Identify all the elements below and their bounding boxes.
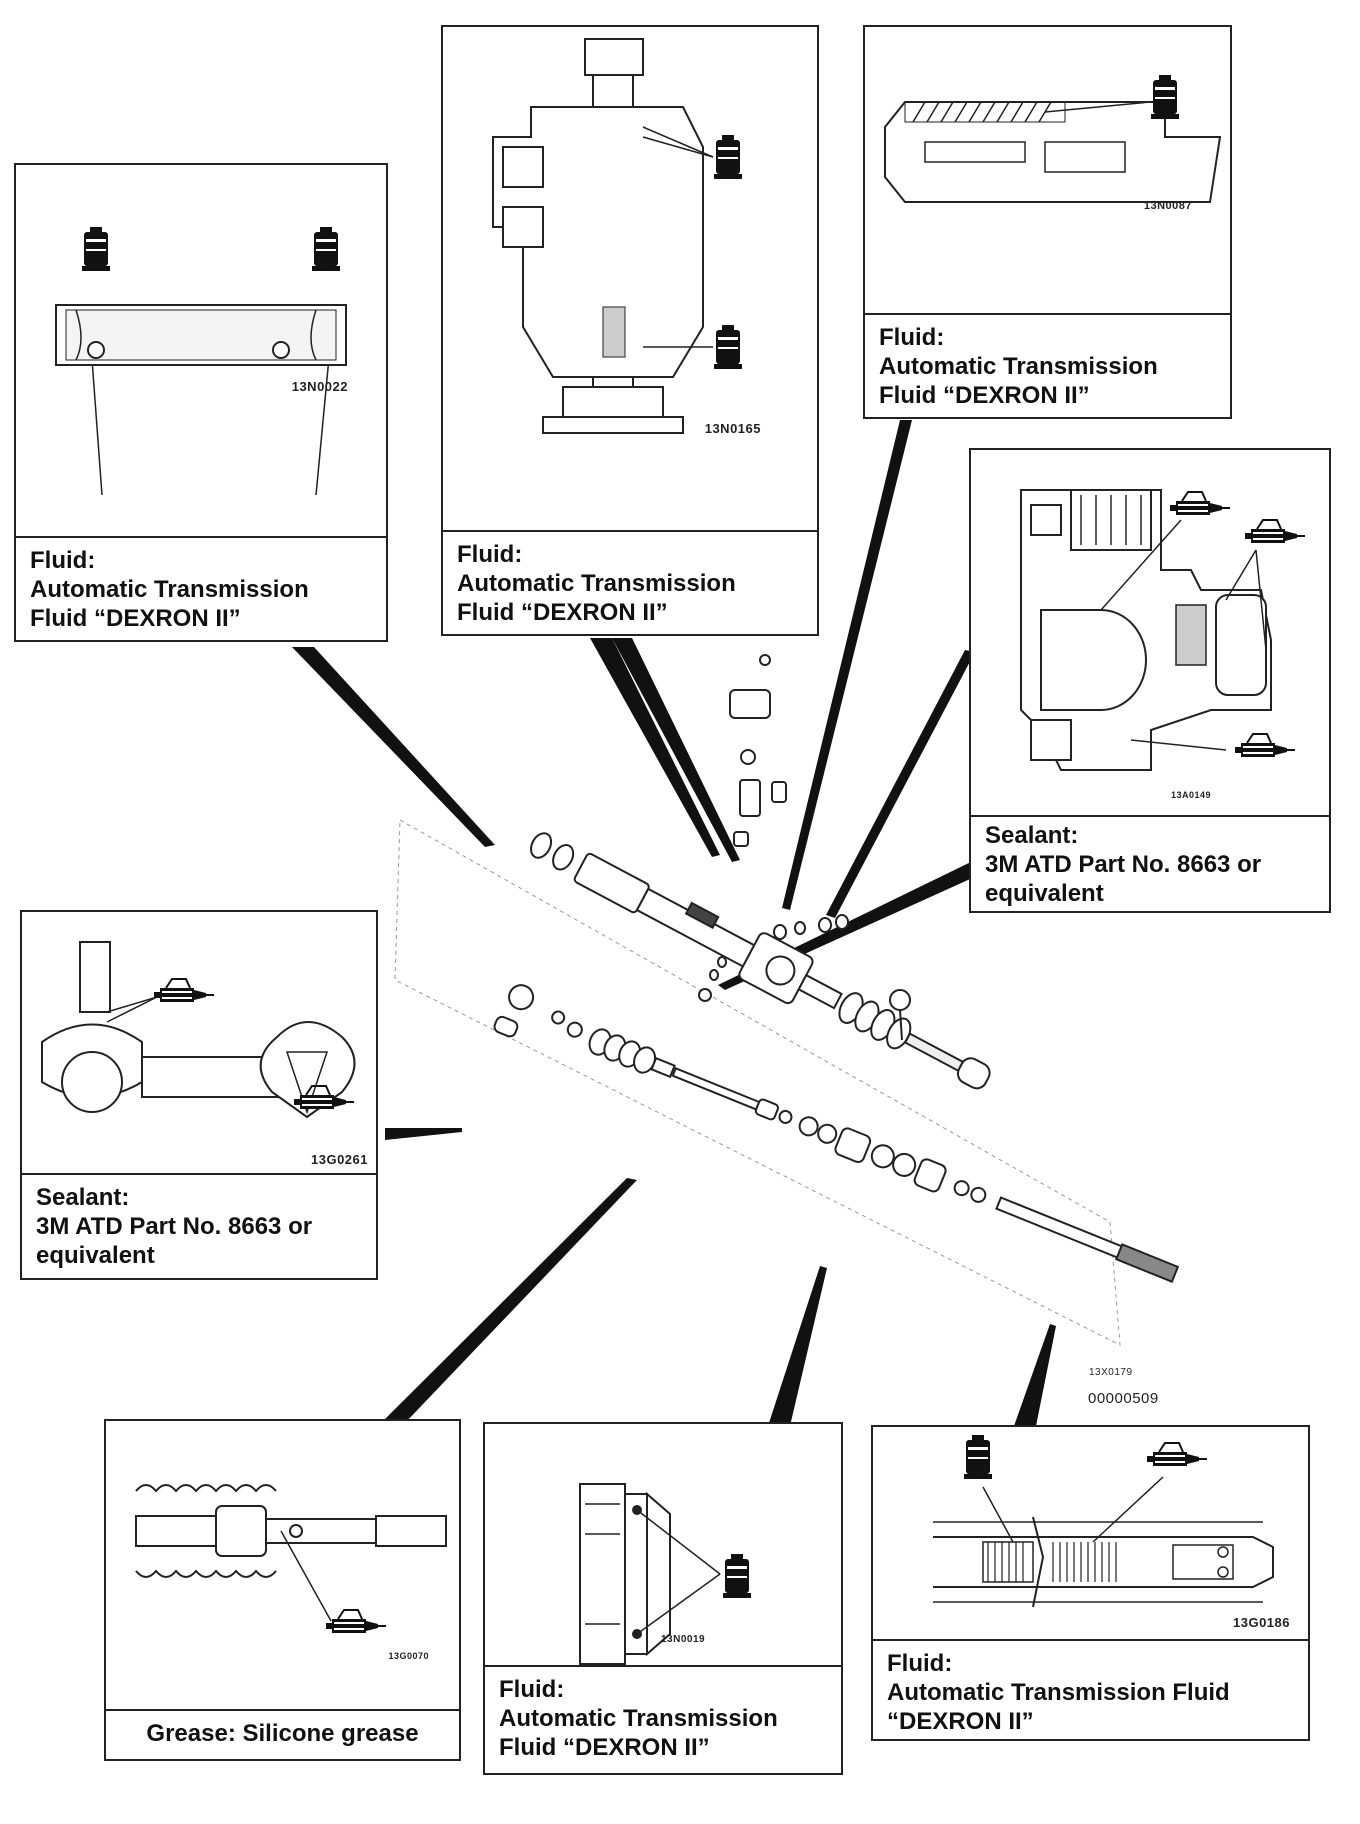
grease-gun-icon xyxy=(1146,1442,1208,1467)
oil-can-icon xyxy=(312,227,340,271)
figure-code: 13N0022 xyxy=(291,379,348,394)
grease-gun-icon xyxy=(1169,491,1231,516)
panel-caption: Fluid: Automatic Transmission Fluid “DEX… xyxy=(16,536,386,640)
detail-panel-5: 13G0261 Sealant: 3M ATD Part No. 8663 or… xyxy=(20,910,378,1280)
detail-panel-1: 13N0022 Fluid: Automatic Transmission Fl… xyxy=(14,163,388,642)
tie-rod-end-illustration xyxy=(41,941,356,1119)
upper-rack-assembly xyxy=(530,832,991,1090)
oil-can-icon xyxy=(714,325,742,369)
oil-can-icon xyxy=(723,1554,751,1598)
figure-code: 13N0087 xyxy=(1143,200,1192,212)
grease-gun-icon xyxy=(153,978,215,1003)
valve-body-illustration xyxy=(884,75,1222,203)
oil-can-icon xyxy=(714,135,742,179)
grease-gun-icon xyxy=(1234,733,1296,758)
panel-caption: Grease: Silicone grease xyxy=(106,1709,459,1759)
rack-bushing-illustration xyxy=(55,227,347,496)
figure-small-code: 13X0179 xyxy=(1089,1367,1133,1378)
panel-caption: Fluid: Automatic Transmission Fluid “DEX… xyxy=(485,1665,841,1773)
boot-and-rod-illustration xyxy=(135,1484,447,1634)
rack-teeth-illustration xyxy=(933,1435,1274,1608)
oil-can-icon xyxy=(82,227,110,271)
pinion-housing-illustration xyxy=(492,38,742,434)
detail-panel-7: 13N0019 Fluid: Automatic Transmission Fl… xyxy=(483,1422,843,1775)
detail-panel-8: 13G0186 Fluid: Automatic Transmission Fl… xyxy=(871,1425,1310,1741)
rack-seal-illustration xyxy=(579,1483,751,1665)
panel-caption: Sealant: 3M ATD Part No. 8663 or equival… xyxy=(971,815,1329,911)
panel-caption: Fluid: Automatic Transmission Fluid “DEX… xyxy=(873,1639,1308,1739)
detail-panel-3: 13N0087 Fluid: Automatic Transmission Fl… xyxy=(863,25,1232,419)
panel-caption: Fluid: Automatic Transmission Fluid “DEX… xyxy=(865,313,1230,417)
lower-rack-assembly xyxy=(493,984,1180,1284)
figure-code: 13G0186 xyxy=(1233,1615,1290,1630)
figure-reference-number: 00000509 xyxy=(1088,1390,1159,1407)
figure-code: 13G0261 xyxy=(311,1152,368,1167)
detail-panel-2: 13N0165 Fluid: Automatic Transmission Fl… xyxy=(441,25,819,636)
panel-caption: Fluid: Automatic Transmission Fluid “DEX… xyxy=(443,530,817,634)
detail-panel-6: 13G0070 Grease: Silicone grease xyxy=(104,1419,461,1761)
oil-can-icon xyxy=(964,1435,992,1479)
figure-code: 13G0070 xyxy=(388,1651,429,1661)
figure-code: 13A0149 xyxy=(1171,790,1212,800)
detail-panel-4: 13A0149 Sealant: 3M ATD Part No. 8663 or… xyxy=(969,448,1331,913)
figure-code: 13N0165 xyxy=(704,421,761,436)
oil-can-icon xyxy=(1151,75,1179,119)
gear-housing-illustration xyxy=(1020,489,1306,771)
leader-wedges xyxy=(292,420,1056,1426)
panel-caption: Sealant: 3M ATD Part No. 8663 or equival… xyxy=(22,1173,376,1278)
grease-gun-icon xyxy=(1244,519,1306,544)
figure-code: 13N0019 xyxy=(661,1634,706,1645)
grease-gun-icon xyxy=(325,1609,387,1634)
